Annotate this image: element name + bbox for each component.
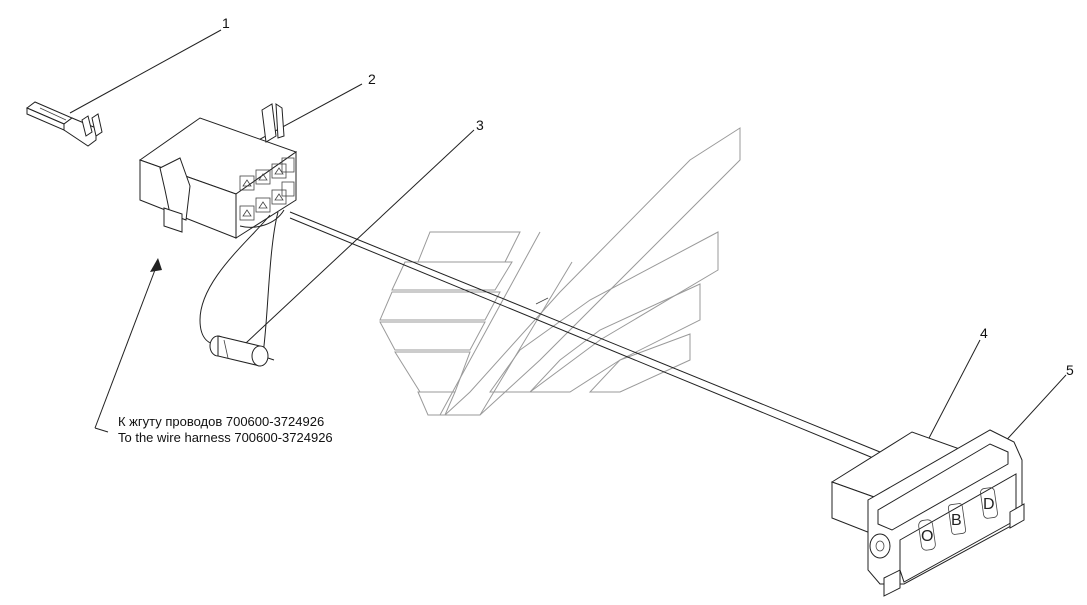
callout-2: 2: [368, 71, 376, 87]
watermark-logo: [379, 127, 741, 416]
harness-arrow: [94, 258, 162, 433]
leader-lines: [69, 29, 1067, 459]
connector-cavities: [239, 157, 295, 221]
wire-harness-caption: К жгуту проводов 700600-3724926 To the w…: [118, 414, 333, 446]
obd-connector-parts-4-5: O B D: [830, 429, 1025, 597]
callout-5: 5: [1066, 362, 1074, 378]
obd-letter-d: D: [983, 496, 995, 513]
callout-1: 1: [222, 15, 230, 31]
callout-4: 4: [980, 325, 988, 341]
resistor-part-3: [209, 335, 275, 367]
obd-letters: [918, 487, 998, 551]
obd-letter-b: B: [951, 512, 962, 529]
callout-3: 3: [476, 117, 484, 133]
connector-housing-part-2: [138, 103, 298, 239]
obd-letter-o: O: [921, 528, 933, 545]
terminal-part-1: [26, 101, 103, 147]
caption-english: To the wire harness 700600-3724926: [118, 430, 333, 445]
caption-russian: К жгуту проводов 700600-3724926: [118, 414, 325, 429]
